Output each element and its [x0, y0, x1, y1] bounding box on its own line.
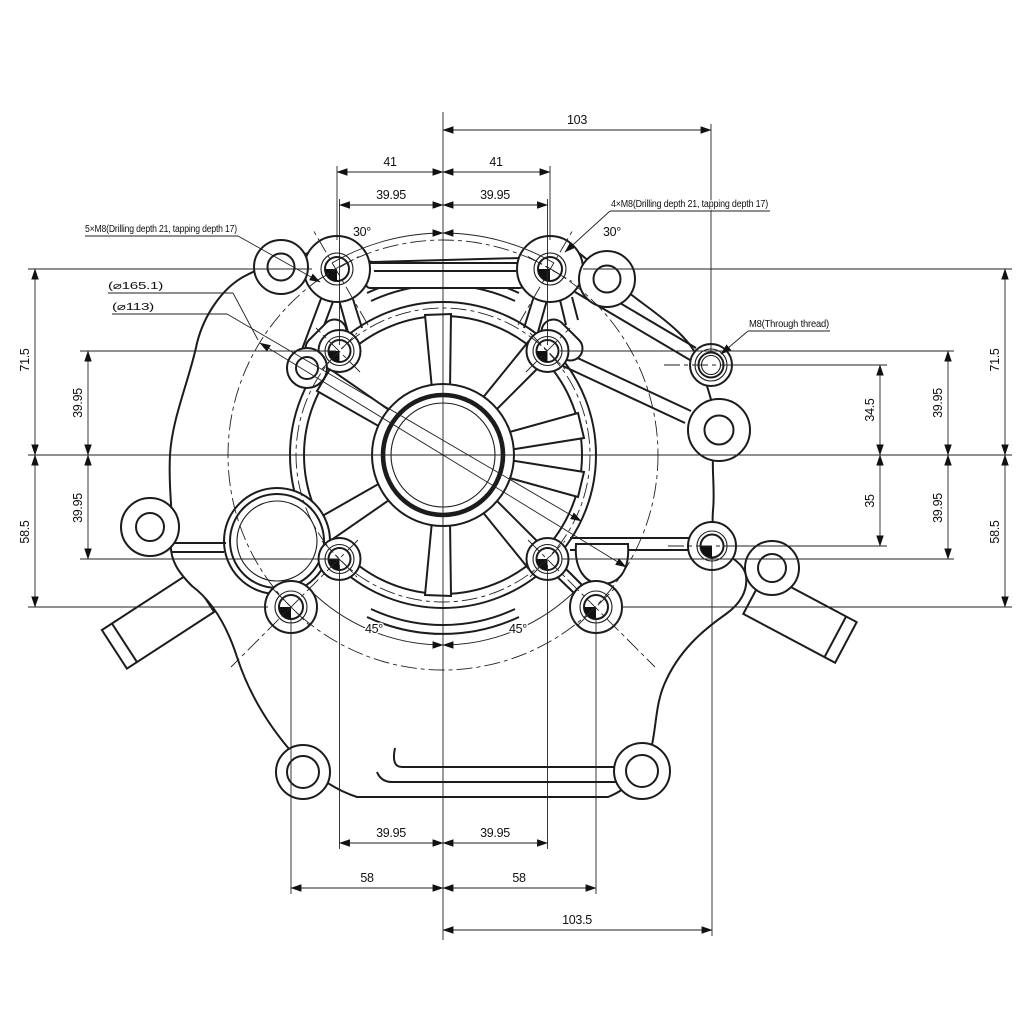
annotations: 5×M8(Drilling depth 21, tapping depth 17…	[17, 112, 1004, 929]
dim-3995-top-left: 39.95	[376, 188, 406, 202]
dim-3995-right-upper: 39.95	[931, 388, 945, 418]
dim-30deg-right: 30°	[603, 225, 621, 239]
dim-58-left: 58	[360, 871, 374, 885]
dim-3995-top-right: 39.95	[480, 188, 510, 202]
dim-58-right: 58	[512, 871, 526, 885]
label-m8-through: M8(Through thread)	[749, 319, 829, 330]
extension-lines	[28, 124, 1012, 936]
tapped-hole	[320, 252, 354, 286]
dimension-lines	[31, 126, 1009, 934]
dim-3995-left-upper: 39.95	[71, 388, 85, 418]
dim-715-right: 71.5	[988, 348, 1002, 371]
dim-41-right: 41	[489, 155, 503, 169]
dim-345-right: 34.5	[863, 398, 877, 421]
dim-585-right: 58.5	[988, 520, 1002, 543]
oil-seal-boss	[223, 487, 331, 595]
dim-35-right: 35	[863, 494, 877, 508]
dim-45deg-right: 45°	[509, 622, 527, 636]
label-dia-165: (⌀165.1)	[108, 281, 163, 292]
dim-45deg-left: 45°	[365, 622, 383, 636]
dim-103: 103	[567, 113, 587, 127]
label-dia-113: (⌀113)	[112, 302, 154, 313]
dim-41-left: 41	[383, 155, 397, 169]
dim-585-left: 58.5	[18, 520, 32, 543]
dim-30deg-left: 30°	[353, 225, 371, 239]
dim-3995-bottom-right: 39.95	[480, 826, 510, 840]
label-5xM8: 5×M8(Drilling depth 21, tapping depth 17…	[85, 224, 237, 235]
tapped-hole	[533, 252, 567, 286]
dim-715-left: 71.5	[18, 348, 32, 371]
dim-3995-bottom-left: 39.95	[376, 826, 406, 840]
dim-3995-left-lower: 39.95	[71, 493, 85, 523]
dim-3995-right-lower: 39.95	[931, 493, 945, 523]
top-web	[365, 262, 525, 289]
leader-lines	[85, 210, 830, 568]
label-4xM8: 4×M8(Drilling depth 21, tapping depth 17…	[611, 199, 768, 210]
bolt-circle-165	[227, 239, 659, 671]
bottom-steps	[376, 747, 620, 783]
dim-1035: 103.5	[562, 913, 592, 927]
